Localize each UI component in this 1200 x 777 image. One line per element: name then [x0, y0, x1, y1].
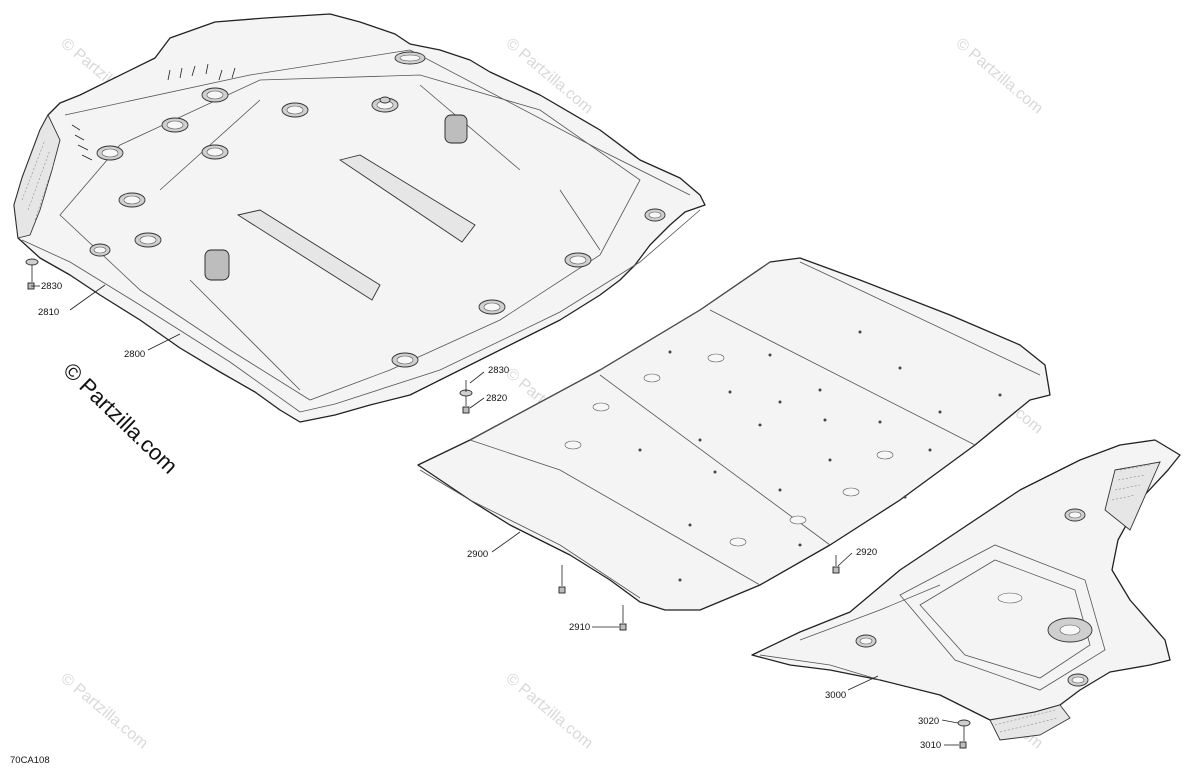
rear-plate-holes: [855, 508, 1093, 687]
mounting-clip: [444, 114, 468, 144]
floor-plate-rivets: [638, 330, 1002, 582]
callout-3020: 3020: [918, 716, 939, 727]
plate-rib: [1104, 461, 1161, 531]
plate-rib: [338, 154, 476, 243]
skid-plate-2800: [13, 13, 706, 423]
drawing-code: 70CA108: [10, 755, 50, 766]
rear-skid-plate-3000: [751, 439, 1181, 741]
callout-2900: 2900: [467, 549, 488, 560]
fastener: [959, 741, 967, 749]
floor-plate-holes: [564, 353, 894, 547]
callout-2800: 2800: [124, 349, 145, 360]
watermark-tile: © Partzilla.com: [502, 670, 596, 752]
washer: [957, 719, 971, 727]
plate-rib: [236, 209, 381, 301]
callout-2820: 2820: [486, 393, 507, 404]
callout-3000: 3000: [825, 690, 846, 701]
fastener: [832, 566, 840, 574]
watermark-main: © Partzilla.com: [59, 358, 183, 479]
callout-2920: 2920: [856, 547, 877, 558]
callout-2910: 2910: [569, 622, 590, 633]
leader-lines: [31, 265, 965, 746]
callout-2810: 2810: [38, 307, 59, 318]
callout-2830-mid: 2830: [488, 365, 509, 376]
fastener: [462, 406, 470, 414]
washer: [25, 258, 39, 266]
callout-2830-front: 2830: [41, 281, 62, 292]
fastener: [558, 586, 566, 594]
mounting-clip: [204, 249, 230, 281]
callouts: 2830 2810 2800 2830 2820 2900 2910 2920 …: [38, 281, 941, 751]
watermark-tile: © Partzilla.com: [952, 35, 1046, 117]
plate-holes: [89, 51, 666, 368]
callout-3010: 3010: [920, 740, 941, 751]
fastener: [619, 623, 627, 631]
floor-plate-2900: [417, 257, 1051, 611]
watermark-tile: © Partzilla.com: [57, 670, 151, 752]
